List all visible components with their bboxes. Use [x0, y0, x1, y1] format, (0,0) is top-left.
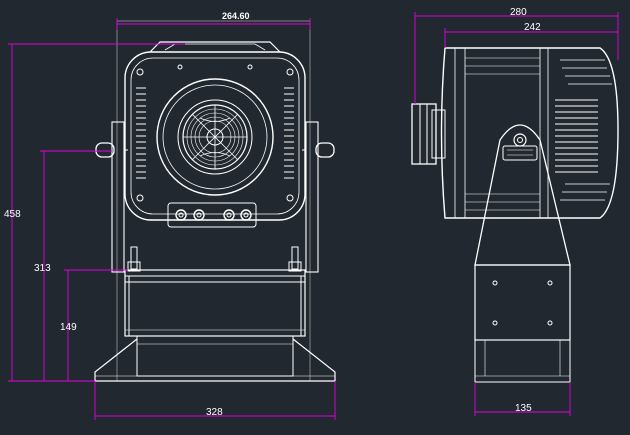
base-box [124, 269, 306, 337]
dim-mid-height: 313 [34, 263, 51, 274]
dimension-lines [8, 12, 619, 420]
side-head-body [440, 47, 619, 219]
right-yoke-arm [305, 121, 319, 273]
left-yoke-arm [111, 121, 125, 273]
side-base [474, 264, 571, 341]
left-fins [136, 87, 146, 179]
lens-outer [156, 78, 274, 196]
side-lens [411, 103, 437, 165]
head-housing [124, 51, 306, 221]
dim-front-top-width: 264.60 [222, 11, 250, 21]
dim-side-body-depth: 242 [524, 22, 541, 33]
side-yoke [474, 124, 571, 266]
right-fins [284, 87, 294, 179]
front-view [94, 20, 336, 382]
dim-total-height: 458 [4, 209, 21, 220]
dim-side-overall-depth: 280 [510, 7, 527, 18]
dim-base-width: 328 [206, 407, 223, 418]
side-view [411, 47, 619, 383]
dim-side-base-width: 135 [515, 403, 532, 414]
dim-base-height: 149 [60, 322, 77, 333]
